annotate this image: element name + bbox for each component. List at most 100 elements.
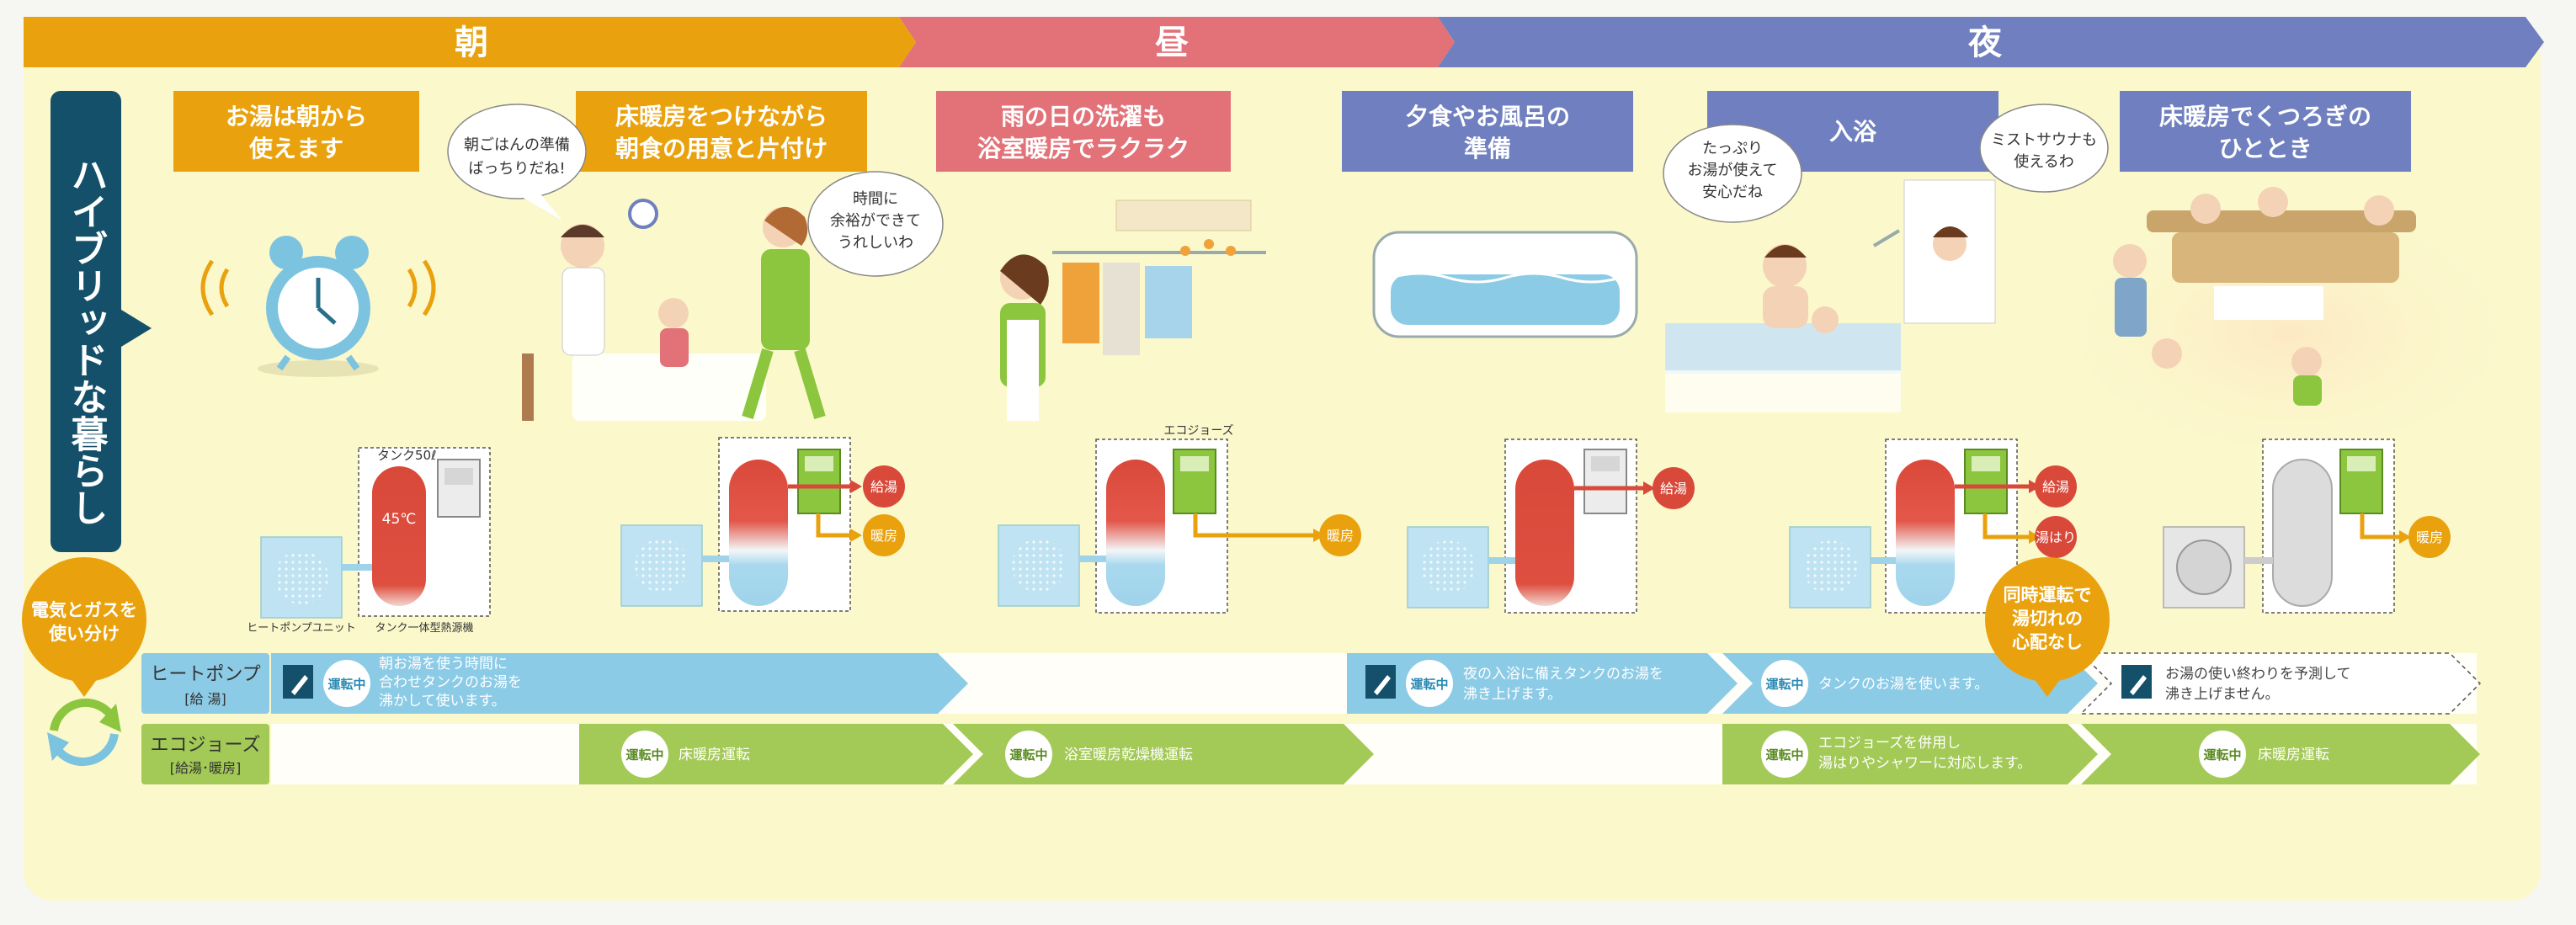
equipment-diagram-6: 暖房 xyxy=(2163,439,2451,614)
speech-bubble-3-line-3: 安心だね xyxy=(1702,183,1763,201)
speech-bubble-1-line-1: 朝ごはんの準備 xyxy=(464,136,570,154)
breakfast-family-illustration xyxy=(522,199,826,421)
electric-gas-badge: 電気とガスを 使い分け xyxy=(22,557,146,697)
heat-pump-segment-2: 運転中 夜の入浴に備えタンクのお湯を 沸き上げます。 xyxy=(1347,653,1738,714)
equipment-diagram-1: タンク50ℓ 45℃ ヒートポンプユニット タンク一体型熱源機 xyxy=(247,447,491,635)
callout-line-2: 湯切れの xyxy=(2012,609,2083,629)
heat-pump-unit-label: ヒートポンプユニット xyxy=(247,622,356,635)
ecojozu-label: エコジョーズ xyxy=(1163,424,1233,438)
ecojozu-segment-4: 運転中 床暖房運転 xyxy=(2081,724,2480,784)
eco-seg-3-line-2: 湯はりやシャワーに対応します。 xyxy=(1818,755,2031,772)
row-label-heat-pump: ヒートポンプ [給 湯] xyxy=(141,653,269,714)
speech-bubble-3: たっぷり お湯が使えて 安心だね xyxy=(1663,124,1802,223)
scene-title-4-line-1: 夕食やお風呂の xyxy=(1405,103,1570,130)
tank-capacity-label: タンク50ℓ xyxy=(377,448,436,463)
output-kyuto-3: 給湯 xyxy=(2042,479,2069,495)
running-badge-hp-1: 運転中 xyxy=(327,677,365,692)
timeline-label-noon: 昼 xyxy=(1155,24,1189,62)
ecojozu-segment-1: 運転中 床暖房運転 xyxy=(579,724,973,784)
running-badge-hp-3: 運転中 xyxy=(1765,677,1803,692)
scene-title-1-line-1: お湯は朝から xyxy=(226,103,367,130)
speech-bubble-2-line-3: うれしいわ xyxy=(838,234,913,252)
equipment-diagram-5: 給湯 湯はり xyxy=(1789,439,2077,614)
running-badge-eco-4: 運転中 xyxy=(2203,747,2241,763)
output-yuhari: 湯はり xyxy=(2036,529,2076,545)
running-badge-eco-2: 運転中 xyxy=(1009,747,1047,763)
speech-bubble-2: 時間に 余裕ができて うれしいわ xyxy=(807,171,944,277)
timeline-label-morning: 朝 xyxy=(455,24,488,62)
eco-seg-2-line-1: 浴室暖房乾燥機運転 xyxy=(1064,747,1193,763)
laundry-illustration xyxy=(1000,199,1266,421)
row-ecojozu-name: エコジョーズ xyxy=(151,735,261,756)
scene-title-3-line-1: 雨の日の洗濯も xyxy=(1001,103,1166,130)
side-title-tab: ハイブリッドな暮らし xyxy=(51,91,152,552)
running-badge-eco-1: 運転中 xyxy=(625,747,663,763)
tank-unit-label: タンク一体型熱源機 xyxy=(375,622,473,635)
tank-temperature-label: 45℃ xyxy=(382,511,417,528)
speech-bubble-2-line-1: 時間に xyxy=(853,190,898,208)
timeline-label-night: 夜 xyxy=(1967,24,2003,62)
hp-seg-3-line-1: タンクのお湯を使います。 xyxy=(1818,675,1988,693)
running-badge-hp-2: 運転中 xyxy=(1410,677,1448,692)
scene-title-1-line-2: 使えます xyxy=(248,135,343,162)
scene-title-2-line-2: 朝食の用意と片付け xyxy=(615,135,828,162)
heat-pump-segment-3: 運転中 タンクのお湯を使います。 xyxy=(1722,653,2098,714)
timeline-segment-noon xyxy=(899,17,1455,67)
scene-title-box-1 xyxy=(173,91,419,172)
timeline-segment-morning xyxy=(24,17,916,67)
timeline-segment-night xyxy=(1438,17,2544,67)
output-kyuto-1: 給湯 xyxy=(870,479,897,495)
callout-line-3: 心配なし xyxy=(2012,632,2083,652)
heat-pump-segment-1: 運転中 朝お湯を使う時間に 合わせタンクのお湯を 沸かして使います。 xyxy=(271,653,968,714)
speech-bubble-3-line-2: お湯が使えて xyxy=(1687,162,1777,179)
badge-line-2: 使い分け xyxy=(48,624,120,644)
speech-bubble-1-line-2: ばっちりだね! xyxy=(468,160,565,178)
speech-bubble-4: ミストサウナも 使えるわ xyxy=(1979,104,2109,193)
scene-title-box-2 xyxy=(576,91,867,172)
speech-bubble-4-line-1: ミストサウナも xyxy=(1991,131,2097,149)
ecojozu-segment-3: 運転中 エコジョーズを併用し 湯はりやシャワーに対応します。 xyxy=(1722,724,2098,784)
equipment-diagram-4: 給湯 xyxy=(1407,439,1695,614)
scene-title-2-line-1: 床暖房をつけながら xyxy=(615,103,828,130)
simultaneous-operation-callout: 同時運転で 湯切れの 心配なし xyxy=(1985,557,2110,697)
running-badge-eco-3: 運転中 xyxy=(1765,747,1803,763)
output-danbo-3: 暖房 xyxy=(2416,529,2443,545)
heat-pump-segment-4: お湯の使い終わりを予測して 沸き上げません。 xyxy=(2079,652,2482,715)
side-title: ハイブリッドな暮らし xyxy=(65,156,109,526)
equipment-diagram-2: 給湯 暖房 xyxy=(620,437,905,612)
scene-title-3-line-2: 浴室暖房でラクラク xyxy=(977,135,1190,162)
scene-title-4-line-2: 準備 xyxy=(1464,135,1511,162)
scene-title-6-line-1: 床暖房でくつろぎの xyxy=(2159,103,2371,130)
badge-line-1: 電気とガスを xyxy=(31,600,137,620)
speech-bubble-3-line-1: たっぷり xyxy=(1702,140,1763,157)
hp-seg-2-line-2: 沸き上げます。 xyxy=(1463,686,1562,703)
scene-title-6-line-2: ひととき xyxy=(2218,135,2312,162)
eco-seg-4-line-1: 床暖房運転 xyxy=(2258,747,2329,763)
row-heat-pump-name: ヒートポンプ xyxy=(150,664,260,685)
hp-seg-1-line-1: 朝お湯を使う時間に xyxy=(379,655,508,672)
eco-seg-1-line-1: 床暖房運転 xyxy=(679,747,750,763)
callout-line-1: 同時運転で xyxy=(2004,585,2092,605)
bathtub-illustration xyxy=(1372,231,1638,338)
scene-titles: お湯は朝から 使えます 床暖房をつけながら 朝食の用意と片付け 雨の日の洗濯も … xyxy=(173,91,2411,172)
scene-title-box-4 xyxy=(1342,91,1633,172)
equipment-diagram-3: エコジョーズ 暖房 xyxy=(998,424,1361,614)
output-danbo-1: 暖房 xyxy=(870,528,897,544)
living-room-illustration xyxy=(2071,187,2509,446)
hp-seg-1-line-2: 合わせタンクのお湯を xyxy=(379,674,522,691)
speech-bubble-4-line-2: 使えるわ xyxy=(2014,153,2073,171)
output-danbo-2: 暖房 xyxy=(1327,528,1354,544)
output-kyuto-2: 給湯 xyxy=(1660,481,1687,497)
eco-seg-3-line-1: エコジョーズを併用し xyxy=(1818,735,1961,752)
hp-seg-2-line-1: 夜の入浴に備えタンクのお湯を xyxy=(1463,666,1663,683)
row-heat-pump-sub: [給 湯] xyxy=(184,691,226,707)
row-label-ecojozu: エコジョーズ [給湯･暖房] xyxy=(141,724,269,784)
hp-seg-4-line-2: 沸き上げません。 xyxy=(2165,686,2280,703)
scene-title-box-6 xyxy=(2120,91,2411,172)
scene-title-5-line-1: 入浴 xyxy=(1829,118,1877,146)
hp-seg-4-line-1: お湯の使い終わりを予測して xyxy=(2165,665,2351,683)
speech-bubble-1: 朝ごはんの準備 ばっちりだね! xyxy=(447,104,587,221)
ecojozu-segment-2: 運転中 浴室暖房乾燥機運転 xyxy=(953,724,1374,784)
speech-bubble-2-line-2: 余裕ができて xyxy=(830,212,921,230)
